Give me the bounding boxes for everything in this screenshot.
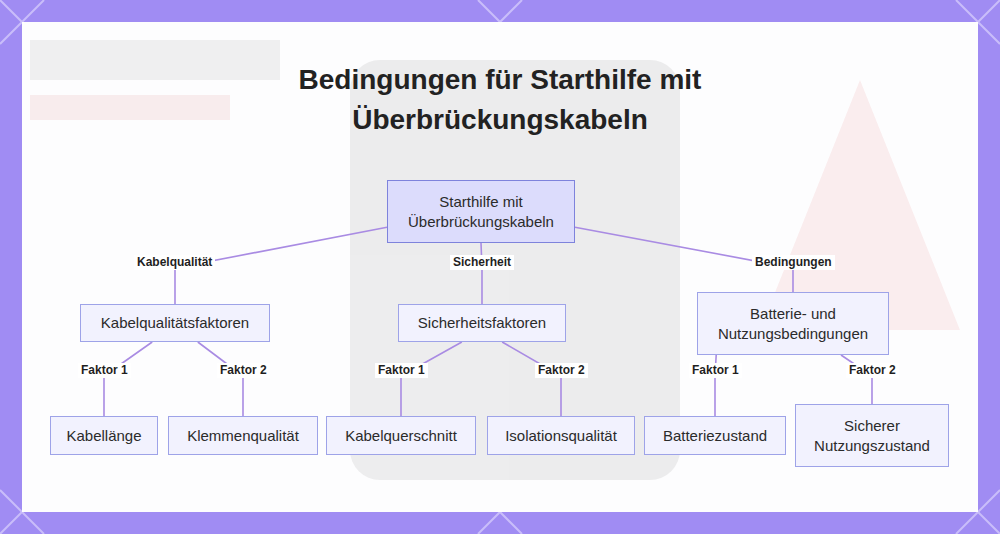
process-box: Kabellänge	[50, 416, 158, 455]
blurred-background	[30, 40, 960, 480]
connector-line	[481, 243, 482, 304]
process-box: Isolationsqualität	[487, 416, 635, 455]
process-box: Kabelqualitätsfaktoren	[80, 304, 270, 342]
node-text: Isolationsqualität	[505, 426, 617, 446]
diagram-title: Bedingungen für Starthilfe mit Überbrück…	[220, 60, 780, 140]
node-text: Starthilfe mit Überbrückungskabeln	[398, 192, 564, 232]
edge-label: Faktor 2	[535, 363, 588, 378]
edge-label: Faktor 2	[846, 363, 899, 378]
edge-label: Bedingungen	[752, 255, 835, 270]
node-text: Sicherheitsfaktoren	[418, 313, 546, 333]
process-box: Sicherheitsfaktoren	[398, 304, 566, 342]
white-panel	[22, 22, 978, 512]
process-box: Kabelquerschnitt	[326, 416, 476, 455]
edge-label: Faktor 1	[375, 363, 428, 378]
connector-line	[502, 342, 561, 416]
node-text: Batteriezustand	[663, 426, 767, 446]
edge-label: Faktor 1	[78, 363, 131, 378]
node-text: Batterie- und Nutzungsbedingungen	[708, 304, 878, 344]
process-box: Sicherer Nutzungszustand	[795, 404, 949, 467]
node-text: Kabelqualitätsfaktoren	[101, 313, 249, 333]
edge-label: Faktor 1	[689, 363, 742, 378]
process-box: Klemmenqualität	[168, 416, 318, 455]
connector-line	[401, 342, 462, 416]
node-text: Kabelquerschnitt	[345, 426, 457, 446]
node-text: Sicherer Nutzungszustand	[806, 416, 938, 456]
connector-line	[104, 342, 152, 416]
node-text: Klemmenqualität	[187, 426, 299, 446]
edge-label: Sicherheit	[450, 255, 514, 270]
root-box: Starthilfe mit Überbrückungskabeln	[387, 180, 575, 243]
edge-label: Faktor 2	[217, 363, 270, 378]
edge-label: Kabelqualität	[134, 255, 215, 270]
process-box: Batterie- und Nutzungsbedingungen	[697, 292, 889, 355]
connector-line	[198, 342, 243, 416]
process-box: Batteriezustand	[644, 416, 786, 455]
node-text: Kabellänge	[66, 426, 141, 446]
